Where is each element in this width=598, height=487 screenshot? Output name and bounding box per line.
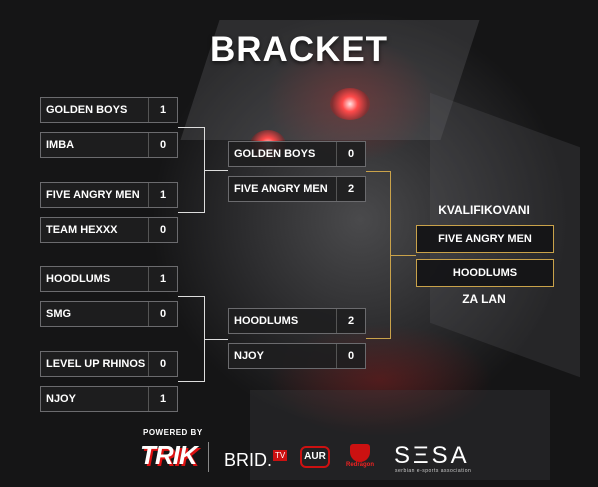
team-slot: HOODLUMS 1 xyxy=(40,266,178,292)
team-name: GOLDEN BOYS xyxy=(46,104,128,116)
team-name: NJOY xyxy=(46,393,76,405)
bracket-connector xyxy=(204,170,228,171)
bracket-connector xyxy=(204,339,228,340)
redragon-logo: Redragon xyxy=(343,444,377,468)
team-name: FIVE ANGRY MEN xyxy=(234,183,328,195)
team-name: GOLDEN BOYS xyxy=(234,148,316,160)
team-slot: FIVE ANGRY MEN 1 xyxy=(40,182,178,208)
bracket-connector xyxy=(178,212,204,213)
sesa-subtitle: serbian e-sports association xyxy=(395,468,472,474)
bracket-connector xyxy=(178,127,204,128)
team-name: NJOY xyxy=(234,350,264,362)
divider xyxy=(208,442,209,472)
team-score: 0 xyxy=(148,133,177,157)
team-name: SMG xyxy=(46,308,72,320)
team-slot: NJOY 0 xyxy=(228,343,366,369)
team-slot: SMG 0 xyxy=(40,301,178,327)
team-score: 0 xyxy=(148,352,177,376)
team-score: 2 xyxy=(336,177,365,201)
team-score: 0 xyxy=(336,344,365,368)
bracket-connector xyxy=(178,381,204,382)
aur-text: AUR xyxy=(300,446,330,468)
team-slot: GOLDEN BOYS 1 xyxy=(40,97,178,123)
team-name: FIVE ANGRY MEN xyxy=(46,189,140,201)
sesa-logo: SΞSA xyxy=(394,442,470,469)
team-name: HOODLUMS xyxy=(46,273,111,285)
bracket-connector xyxy=(178,296,204,297)
redragon-shield-icon xyxy=(350,444,370,462)
team-score: 1 xyxy=(148,98,177,122)
qualified-team: FIVE ANGRY MEN xyxy=(416,225,554,253)
team-score: 0 xyxy=(336,142,365,166)
team-slot: TEAM HEXXX 0 xyxy=(40,217,178,243)
qualified-team: HOODLUMS xyxy=(416,259,554,287)
sponsor-bar: POWERED BY TRIK BRID.TV AUR Redragon SΞS… xyxy=(0,420,598,480)
team-name: HOODLUMS xyxy=(234,315,299,327)
team-score: 0 xyxy=(148,302,177,326)
team-slot: NJOY 1 xyxy=(40,386,178,412)
trik-logo: TRIK xyxy=(140,440,198,470)
team-slot: HOODLUMS 2 xyxy=(228,308,366,334)
redragon-text: Redragon xyxy=(345,462,374,468)
team-slot: GOLDEN BOYS 0 xyxy=(228,141,366,167)
team-name: TEAM HEXXX xyxy=(46,224,118,236)
team-score: 2 xyxy=(336,309,365,333)
bracket-connector xyxy=(366,171,390,172)
aur-logo: AUR xyxy=(300,446,330,468)
powered-by-text: POWERED BY xyxy=(143,428,203,437)
team-score: 1 xyxy=(148,267,177,291)
team-slot: IMBA 0 xyxy=(40,132,178,158)
team-score: 1 xyxy=(148,183,177,207)
brid-logo: BRID.TV xyxy=(224,450,288,471)
bracket-connector xyxy=(390,255,416,256)
page-title: BRACKET xyxy=(209,30,389,69)
brid-text: BRID. xyxy=(224,450,273,470)
brid-tv-badge: TV xyxy=(273,450,288,461)
qualified-label: KVALIFIKOVANI xyxy=(438,203,530,217)
team-score: 1 xyxy=(148,387,177,411)
team-slot: LEVEL UP RHINOS 0 xyxy=(40,351,178,377)
team-name: IMBA xyxy=(46,139,75,151)
team-name: LEVEL UP RHINOS xyxy=(46,358,146,370)
lan-label: ZA LAN xyxy=(462,292,506,306)
glowing-eye xyxy=(330,88,370,120)
team-slot: FIVE ANGRY MEN 2 xyxy=(228,176,366,202)
team-score: 0 xyxy=(148,218,177,242)
bracket-connector xyxy=(366,338,390,339)
